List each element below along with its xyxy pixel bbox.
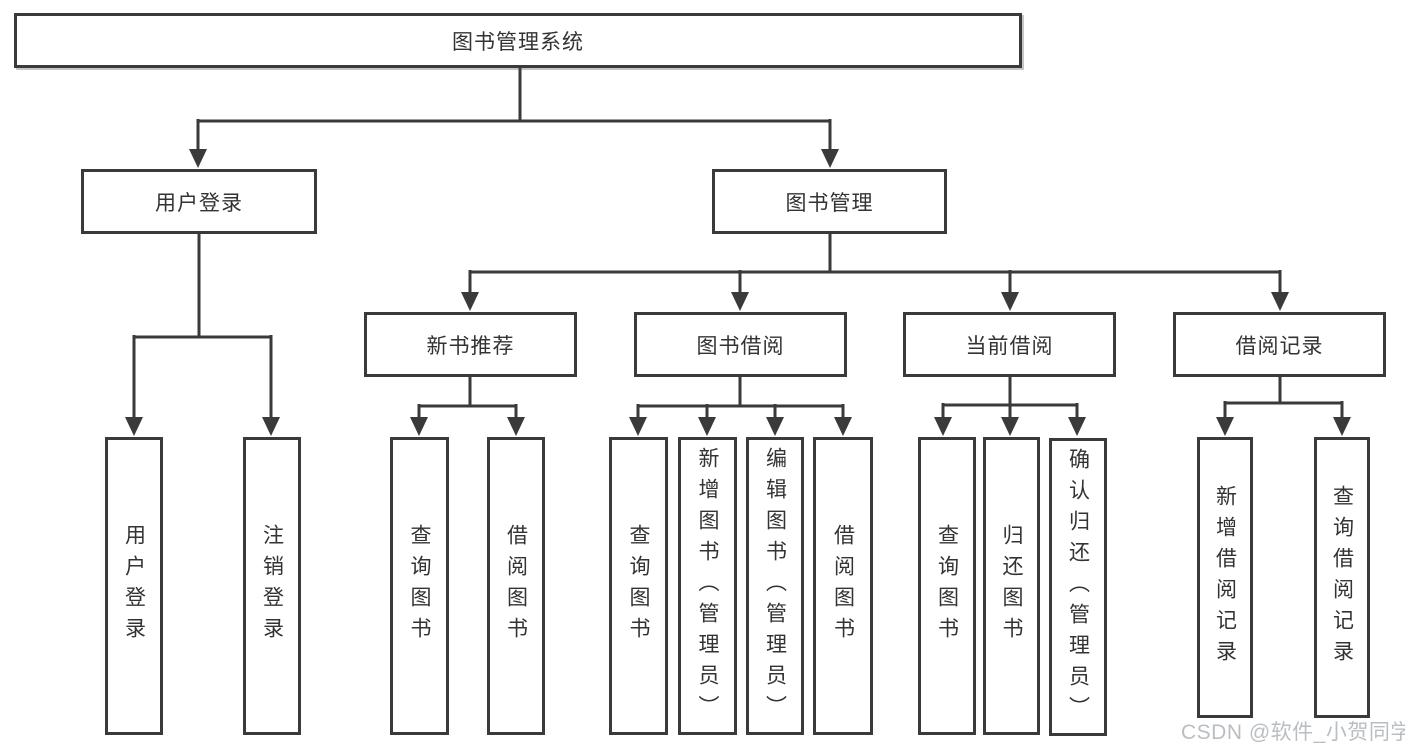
arrowheads	[125, 149, 1351, 436]
node-user-login: 用户登录	[81, 169, 317, 234]
node-label: 图书管理系统	[452, 30, 584, 54]
node-new-book-recommendation: 新书推荐	[364, 312, 577, 377]
leaf-label: 查询图书	[935, 524, 959, 648]
leaf-query-books-borrowing: 查询图书	[609, 437, 668, 735]
leaf-label: 查询图书	[408, 524, 431, 648]
leaf-confirm-return-admin: 确认归还（管理员）	[1049, 438, 1107, 736]
leaf-add-books-admin: 新增图书（管理员）	[678, 437, 737, 735]
leaf-label: 借阅图书	[831, 524, 855, 648]
node-label: 图书借阅	[696, 334, 785, 358]
leaf-user-login: 用户登录	[105, 437, 163, 735]
leaf-query-borrow-record: 查询借阅记录	[1314, 437, 1370, 718]
leaf-label: 新增图书（管理员）	[696, 446, 719, 726]
node-library-management-system: 图书管理系统	[14, 13, 1022, 68]
leaf-edit-books-admin: 编辑图书（管理员）	[746, 437, 804, 735]
leaf-label: 注销登录	[260, 524, 284, 648]
node-current-borrowing: 当前借阅	[903, 312, 1116, 377]
node-label: 新书推荐	[426, 334, 515, 358]
leaf-borrow-books-borrowing: 借阅图书	[813, 437, 873, 735]
leaf-query-books-current: 查询图书	[918, 437, 976, 735]
leaf-borrow-books-recommend: 借阅图书	[487, 437, 545, 735]
node-label: 借阅记录	[1235, 334, 1324, 358]
node-label: 当前借阅	[965, 334, 1054, 358]
leaf-return-books: 归还图书	[983, 437, 1040, 735]
leaf-label: 确认归还（管理员）	[1066, 447, 1090, 727]
leaf-add-borrow-record: 新增借阅记录	[1197, 437, 1253, 718]
node-label: 用户登录	[155, 191, 243, 215]
leaf-label: 查询图书	[627, 524, 650, 648]
leaf-label: 编辑图书（管理员）	[763, 446, 787, 726]
leaf-label: 新增借阅记录	[1213, 484, 1237, 671]
leaf-label: 查询借阅记录	[1330, 484, 1354, 671]
node-label: 图书管理	[785, 191, 874, 215]
leaf-query-books-recommend: 查询图书	[390, 437, 449, 735]
leaf-logout: 注销登录	[243, 437, 301, 735]
node-book-management: 图书管理	[712, 169, 947, 234]
leaf-label: 借阅图书	[504, 524, 528, 648]
leaf-label: 归还图书	[1000, 524, 1023, 648]
node-borrowing-records: 借阅记录	[1173, 312, 1386, 377]
leaf-label: 用户登录	[122, 524, 146, 648]
csdn-watermark: CSDN @软件_小贺同学	[1181, 721, 1405, 744]
node-book-borrowing: 图书借阅	[634, 312, 847, 377]
